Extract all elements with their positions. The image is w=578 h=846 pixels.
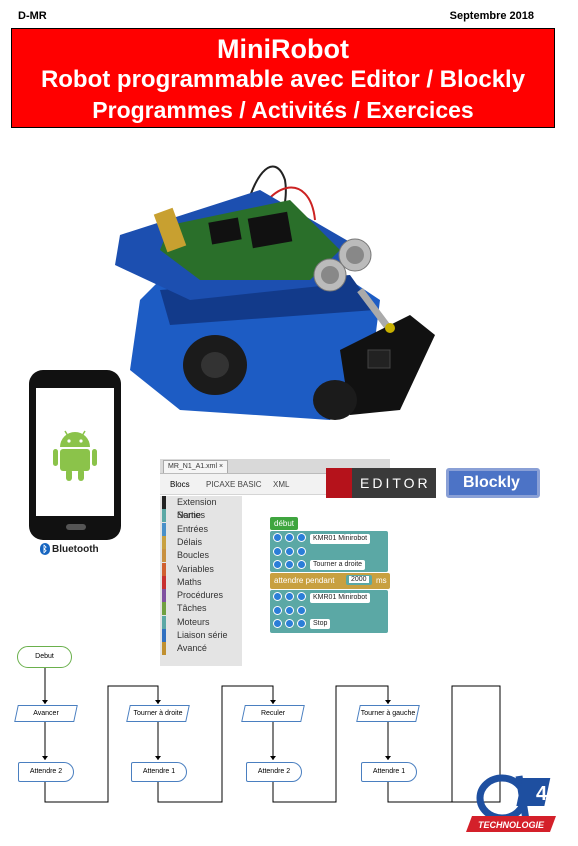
direction-icon: [297, 618, 306, 628]
start-block-label: début: [274, 519, 295, 528]
tab-picaxe-basic[interactable]: PICAXE BASIC: [206, 480, 262, 489]
document-reference: D-MR: [18, 10, 47, 22]
bluetooth-label: Bluetooth: [52, 544, 99, 555]
direction-icon: [273, 533, 282, 543]
action-label: Avancer: [33, 709, 59, 717]
action-select[interactable]: Tourner a droite: [310, 560, 366, 571]
direction-icon: [297, 547, 306, 557]
flowchart-action-forward: Avancer: [14, 705, 78, 722]
minirobot-photo: [115, 165, 435, 420]
editor-mark-icon: [326, 468, 352, 498]
category-item[interactable]: Variables: [162, 562, 242, 576]
category-item[interactable]: Sorties: [162, 509, 242, 523]
wait-label: attendre pendant: [274, 576, 335, 585]
stop-select[interactable]: Stop: [310, 619, 331, 630]
direction-icon: [285, 533, 294, 543]
direction-icon: [273, 559, 282, 569]
direction-icon: [285, 592, 294, 602]
category-item[interactable]: Maths: [162, 575, 242, 589]
robot-block-2[interactable]: KMR01 Minirobot Stop: [270, 590, 388, 633]
flowchart-wait-3: Attendre 2: [246, 762, 302, 782]
wait-block[interactable]: attendre pendant 2000 ms: [270, 573, 390, 589]
blockly-logo-text: Blockly: [463, 474, 520, 491]
action-label: Reculer: [260, 709, 286, 717]
direction-icon: [297, 559, 306, 569]
category-item[interactable]: Moteurs: [162, 615, 242, 629]
title-banner: MiniRobot Robot programmable avec Editor…: [11, 28, 555, 128]
editor-logo-text: EDITOR: [360, 475, 431, 491]
direction-icon: [285, 547, 294, 557]
action-label: Tourner à gauche: [360, 709, 416, 717]
category-item[interactable]: Tâches: [162, 602, 242, 616]
blocks-workspace: début KMR01 Minirobot Tourner a droite a…: [243, 496, 390, 666]
flowchart-wait-1: Attendre 2: [18, 762, 74, 782]
robot-select[interactable]: KMR01 Minirobot: [310, 534, 371, 544]
editor-logo: EDITOR: [326, 468, 436, 498]
banner-title: MiniRobot: [217, 34, 349, 64]
robot-select[interactable]: KMR01 Minirobot: [310, 593, 371, 603]
flowchart-wait-2: Attendre 1: [131, 762, 187, 782]
direction-icon: [285, 559, 294, 569]
direction-icon: [297, 533, 306, 543]
wait-value-input[interactable]: 2000: [349, 576, 369, 583]
category-item[interactable]: Entrées: [162, 522, 242, 536]
flowchart-action-turn-left: Tourner à gauche: [356, 705, 420, 722]
flowchart-start: Debut: [17, 646, 72, 668]
direction-icon: [285, 618, 294, 628]
direction-icon: [273, 547, 282, 557]
document-date: Septembre 2018: [449, 10, 534, 22]
a4-mark-text: 4: [536, 783, 548, 805]
android-icon: [53, 430, 97, 481]
editor-file-tab[interactable]: MR_N1_A1.xml ×: [163, 460, 229, 473]
category-item[interactable]: Extension Name: [162, 496, 242, 520]
wait-unit: ms: [376, 576, 387, 585]
direction-icon: [297, 606, 306, 616]
direction-icon: [285, 606, 294, 616]
block-category-panel: [160, 496, 242, 666]
banner-tagline: Programmes / Activités / Exercices: [92, 97, 474, 123]
flowchart-action-turn-right: Tourner à droite: [126, 705, 190, 722]
bluetooth-icon: ᛒ: [40, 543, 50, 555]
category-item[interactable]: Délais: [162, 535, 242, 549]
close-icon[interactable]: ×: [218, 463, 224, 470]
file-tab-label: MR_N1_A1.xml: [168, 463, 218, 470]
a4-word-text: TECHNOLOGIE: [478, 820, 545, 830]
blockly-logo: Blockly: [446, 468, 540, 498]
category-item[interactable]: Procédures: [162, 589, 242, 603]
flowchart-connectors: [42, 668, 501, 803]
robot-block-1[interactable]: KMR01 Minirobot Tourner a droite: [270, 531, 388, 572]
direction-icon: [273, 618, 282, 628]
banner-subtitle: Robot programmable avec Editor / Blockly: [40, 66, 526, 93]
tab-blocs[interactable]: Blocs: [170, 480, 190, 489]
wait-value-holder: 2000: [346, 575, 372, 585]
direction-icon: [273, 606, 282, 616]
action-label: Tourner à droite: [133, 709, 183, 717]
category-item[interactable]: Avancé: [162, 642, 242, 656]
direction-icon: [297, 592, 306, 602]
tab-xml[interactable]: XML: [273, 480, 290, 489]
direction-icon: [273, 592, 282, 602]
start-block[interactable]: début: [270, 517, 299, 530]
category-item[interactable]: Liaison série: [162, 629, 242, 642]
home-button-icon: [66, 524, 86, 530]
flowchart-action-backward: Reculer: [241, 705, 305, 722]
category-item[interactable]: Boucles: [162, 549, 242, 563]
flowchart-wait-4: Attendre 1: [361, 762, 417, 782]
